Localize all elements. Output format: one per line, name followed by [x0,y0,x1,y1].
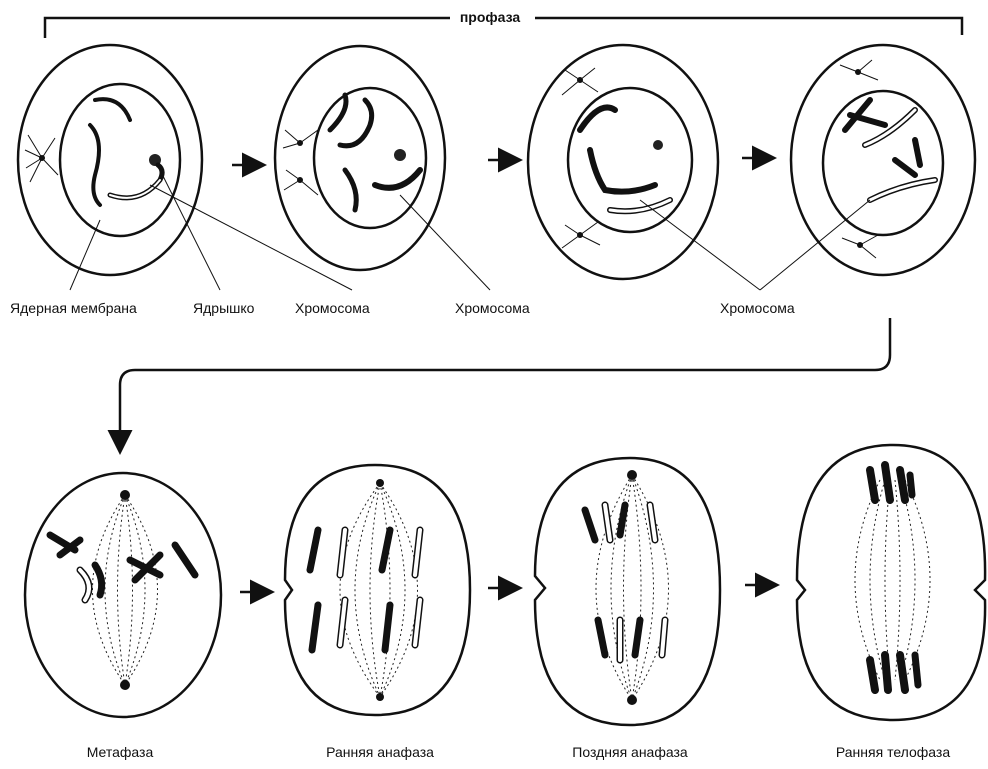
label-nucleolus: Ядрышко [193,300,255,316]
label-late-anaphase: Поздняя анафаза [572,744,688,760]
label-chromosome-3: Хромосома [720,300,795,316]
label-nuclear-membrane: Ядерная мембрана [10,300,137,316]
prophase-cell-2 [275,46,445,270]
connector-arrow [120,318,890,450]
metaphase-cell [25,473,221,717]
prophase-bracket: профаза [45,9,962,38]
early-telophase-cell [797,445,985,720]
prophase-title: профаза [460,9,521,25]
label-metaphase: Метафаза [87,744,154,760]
prophase-cell-4 [791,45,975,275]
label-chromosome-2: Хромосома [455,300,530,316]
label-early-anaphase: Ранняя анафаза [326,744,434,760]
early-anaphase-cell [285,465,470,715]
prophase-cell-3 [528,45,718,279]
prophase-cell-1 [18,45,202,275]
label-chromosome-1: Хромосома [295,300,370,316]
late-anaphase-cell [535,458,720,725]
label-early-telophase: Ранняя телофаза [836,744,950,760]
